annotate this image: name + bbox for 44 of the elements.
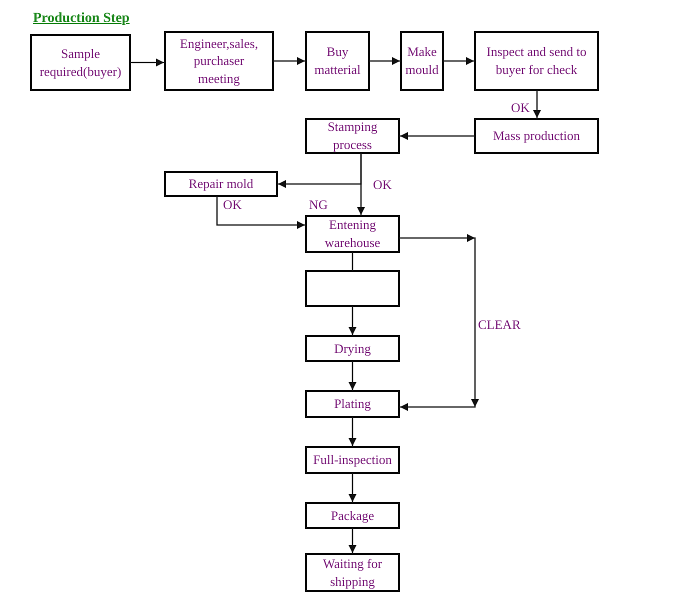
process-label: Drying [334,340,371,358]
process-box [164,31,274,91]
arrow [216,197,305,229]
empty-box [305,270,400,307]
process-box [474,31,599,91]
process-box [305,446,400,474]
process-label: Make mould [404,43,440,79]
process-box [474,118,599,154]
process-label: Repair mold [188,175,254,193]
process-box [305,502,400,529]
process-label: Plating [334,395,371,413]
process-label: Full-inspection [313,451,392,469]
process-label: Mass production [492,127,580,145]
arrow [533,91,541,118]
process-label: Engineer,sales, purchaser meeting [178,34,260,88]
process-label: Sample required(buyer) [38,44,122,80]
process-box [30,34,131,91]
process-label: Package [330,506,374,524]
arrow [348,418,356,446]
arrow [400,132,474,140]
process-box [305,553,400,592]
process-label: Buy matterial [313,43,362,79]
arrow [357,154,365,215]
arrow [370,57,400,65]
process-label: Inspect and send to buyer for check [485,43,588,79]
arrow [400,234,479,411]
arrow [348,307,356,335]
arrow [348,529,356,553]
process-box [305,215,400,253]
process-box [400,31,444,91]
process-box [164,171,278,197]
arrow [348,362,356,390]
diagram-title: Production Step [33,11,130,27]
arrow [131,58,164,66]
arrow [444,57,474,65]
process-box [305,335,400,362]
process-box [305,118,400,154]
process-label: Waiting for shipping [322,554,384,590]
process-label: Entening warehouse [324,216,382,252]
arrow [274,57,305,65]
arrow [348,474,356,502]
process-box [305,390,400,418]
process-box [305,31,370,91]
process-label: Stamping process [326,118,378,154]
